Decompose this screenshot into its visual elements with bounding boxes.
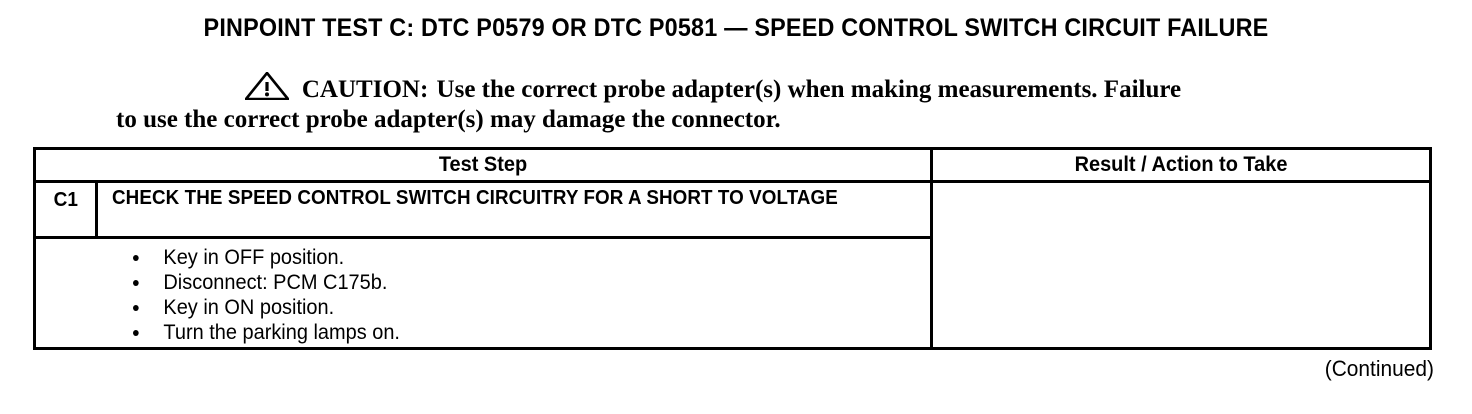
warning-triangle-icon <box>244 72 289 100</box>
step-heading-row: C1 CHECK THE SPEED CONTROL SWITCH CIRCUI… <box>36 183 930 239</box>
list-item: Turn the parking lamps on. <box>133 320 890 345</box>
continued-label: (Continued) <box>1324 356 1434 381</box>
caution-notice: CAUTION: Use the correct probe adapter(s… <box>108 72 1318 135</box>
list-item: Key in ON position. <box>133 295 890 320</box>
pinpoint-test-table: Test Step Result / Action to Take C1 CHE… <box>33 147 1432 350</box>
step-id-cell: C1 <box>36 183 98 236</box>
page-title: PINPOINT TEST C: DTC P0579 OR DTC P0581 … <box>203 14 1269 42</box>
list-item: Key in OFF position. <box>133 245 890 270</box>
result-action-cell <box>933 183 1429 350</box>
table-header-test-step: Test Step <box>36 150 933 180</box>
caution-text-line-2: to use the correct probe adapter(s) may … <box>116 106 781 133</box>
list-item: Disconnect: PCM C175b. <box>133 270 890 295</box>
step-title-cell: CHECK THE SPEED CONTROL SWITCH CIRCUITRY… <box>98 183 930 236</box>
caution-text-line-1: Use the correct probe adapter(s) when ma… <box>436 76 1182 103</box>
test-step-cell: C1 CHECK THE SPEED CONTROL SWITCH CIRCUI… <box>36 183 933 350</box>
table-header-result-action: Result / Action to Take <box>933 150 1429 180</box>
step-id-label: C1 <box>53 189 78 211</box>
caution-first-line: CAUTION: Use the correct probe adapter(s… <box>108 72 1318 105</box>
step-actions-cell: Key in OFF position. Disconnect: PCM C17… <box>36 239 930 350</box>
column-header-label: Result / Action to Take <box>1074 153 1288 176</box>
step-action-list: Key in OFF position. Disconnect: PCM C17… <box>133 245 930 345</box>
step-title-label: CHECK THE SPEED CONTROL SWITCH CIRCUITRY… <box>112 187 838 209</box>
column-header-label: Test Step <box>438 153 528 176</box>
caution-keyword: CAUTION: <box>301 76 429 103</box>
table-row: C1 CHECK THE SPEED CONTROL SWITCH CIRCUI… <box>36 183 1429 350</box>
table-header-row: Test Step Result / Action to Take <box>36 150 1429 183</box>
